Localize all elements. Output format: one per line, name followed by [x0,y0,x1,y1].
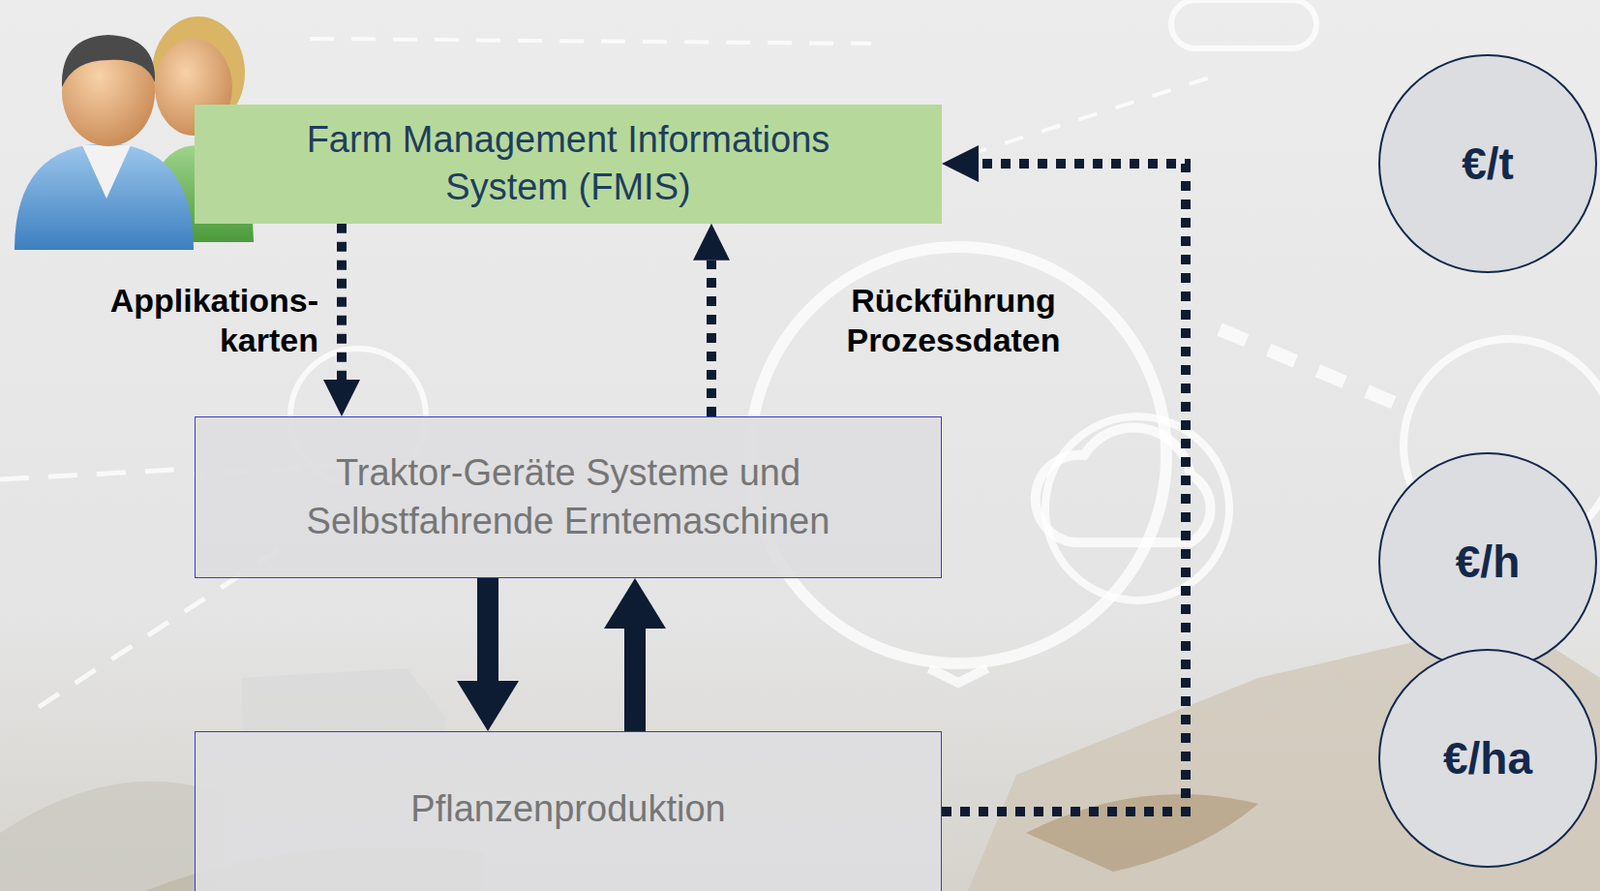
spreader-shape [967,619,1600,891]
node-text: €/h [1455,535,1520,588]
edge-label: Applikations- karten [110,280,319,361]
network-decoration [0,0,1600,707]
man-collar [82,145,131,199]
edge-label: Rückführung Prozessdaten [845,280,1060,361]
node-text: Pflanzenproduktion [410,784,725,833]
node-text: €/ha [1443,731,1533,785]
speech-tip [929,667,988,683]
dotted-arrow [336,223,347,380]
dash-line [967,77,1210,155]
node-text: €/t [1461,137,1514,190]
dotted-arrow [941,163,1186,812]
node-text: Traktor-Geräte Systeme und Selbstfahrend… [253,449,883,545]
solid-arrow [477,577,499,681]
soil-spray [1026,793,1259,872]
dash-line [1219,329,1404,407]
top-pill [1171,0,1317,49]
cost-circle: €/h [1378,452,1598,671]
solid-arrow [624,628,646,731]
cloud-ring [1045,416,1230,601]
dotted-arrow [706,260,717,417]
system-box: Farm Management Informations System (FMI… [194,104,942,224]
man-figure [14,34,194,250]
node-text: Farm Management Informations System (FMI… [252,116,884,212]
cost-circle: €/t [1378,54,1598,273]
tree-shape [0,781,223,891]
machine-box: Traktor-Geräte Systeme und Selbstfahrend… [194,416,942,578]
man-hair [61,34,155,88]
man-body [14,143,194,250]
process-box: Pflanzenproduktion [194,730,942,891]
dash-line [309,38,872,44]
cost-circle: €/ha [1378,648,1598,868]
